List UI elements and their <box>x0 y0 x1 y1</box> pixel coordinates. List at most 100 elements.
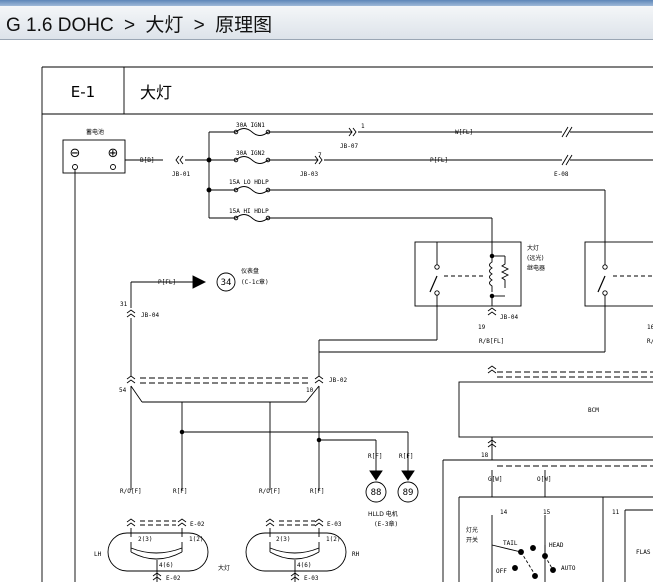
wire-color-label: R/B[FL] <box>479 338 504 345</box>
wire-color-label: R[F] <box>368 453 382 460</box>
e03-label: E-03 <box>304 575 319 582</box>
connector-chevron-icon <box>126 313 136 318</box>
flash-label: FLAS <box>636 549 651 556</box>
bcm-module <box>442 371 653 582</box>
connector-chevron-icon <box>314 375 324 380</box>
e08-label: E-08 <box>554 171 569 178</box>
jb07-label: JB-07 <box>340 143 358 150</box>
arrow-icon <box>369 470 383 481</box>
connector-chevron-icon <box>487 311 497 316</box>
jb02-connector <box>130 377 409 490</box>
pin-label: 31 <box>120 301 128 308</box>
hlld-motor-label: HLLD 电机 <box>368 510 398 518</box>
wire-color-label: R[F] <box>173 488 187 495</box>
wire-color-label: O[W] <box>537 476 551 483</box>
headlamp-connectors <box>130 520 320 537</box>
pin-label: 7 <box>318 152 322 159</box>
pin-label: 16 <box>647 324 653 331</box>
pin-label: 15 <box>543 509 551 516</box>
break-mark-icon <box>561 126 573 138</box>
headlamp-lh <box>107 532 209 582</box>
break-mark-icon <box>561 154 573 166</box>
wire-color-label: G[W] <box>488 476 502 483</box>
ref-89-circle <box>397 481 419 503</box>
headlamp-rh <box>245 532 347 582</box>
battery <box>62 139 163 582</box>
pin-label: 10 <box>306 387 314 394</box>
window-top-strip <box>0 0 653 6</box>
wire-color-label: P[FL] <box>158 279 176 286</box>
second-relay <box>584 241 653 352</box>
ref-88-circle <box>365 481 387 503</box>
e02-label: E-02 <box>166 575 181 582</box>
pin-label: 14 <box>500 509 508 516</box>
battery-label: 蓄电池 <box>86 128 104 136</box>
connector-chevron-icon <box>314 518 324 523</box>
e02-label: E-02 <box>190 521 205 528</box>
power-bus <box>185 131 653 256</box>
breadcrumb-separator: > <box>193 15 205 36</box>
wire-color-label: R/ <box>647 338 653 345</box>
wire-color-label: R/O[F] <box>259 488 281 495</box>
ref-89: 89 <box>403 488 414 498</box>
breadcrumb-bar: G 1.6 DOHC > 大灯 > 原理图 <box>0 6 653 40</box>
fuse-ign1-label: 30A IGN1 <box>236 122 265 129</box>
pin-label: 2(3) <box>276 536 290 543</box>
relay-label-line3: 继电器 <box>527 264 545 272</box>
breadcrumb-section: 大灯 <box>145 14 184 36</box>
fuse-ign2-label: 30A IGN2 <box>236 150 265 157</box>
pin-label: 1(2) <box>326 536 340 543</box>
breadcrumb-separator: > <box>123 15 136 36</box>
connector-chevron-icon <box>126 309 136 314</box>
bcm-label: BCM <box>588 407 599 414</box>
battery-minus-icon: ⊖ <box>70 146 81 161</box>
connector-chevron-icon <box>265 522 275 527</box>
relay-label-line1: 大灯 <box>527 244 539 252</box>
connector-chevron-icon <box>179 155 184 165</box>
hlld-motor-ref: (E-3章) <box>374 520 398 528</box>
switch-label-line1: 灯光 <box>466 526 478 534</box>
breadcrumb: G 1.6 DOHC > 大灯 > 原理图 <box>6 14 272 37</box>
switch-tail-label: TAIL <box>503 540 518 547</box>
wiring-diagram: E-1 大灯 蓄电池 ⊖ ⊕ B[B] JB-01 <box>41 66 653 582</box>
jb01-label: JB-01 <box>172 171 190 178</box>
connector-chevron-icon <box>265 518 275 523</box>
ref-34-circle <box>216 272 236 292</box>
fuse-symbols <box>233 128 271 222</box>
pin-label: 2(3) <box>138 536 152 543</box>
connector-chevron-icon <box>126 375 136 380</box>
fuse-hi-hdlp-label: 15A HI HDLP <box>229 208 269 215</box>
battery-plus-icon: ⊕ <box>108 146 119 161</box>
connector-chevron-icon <box>177 522 187 527</box>
pin-label: 4(6) <box>297 562 311 569</box>
connector-chevron-icon <box>487 369 497 374</box>
ref-34: 34 <box>221 278 232 288</box>
fuse-lo-hdlp-label: 15A LO HDLP <box>229 179 269 186</box>
lh-label: LH <box>94 551 102 558</box>
wire-color-label: R/O[F] <box>120 488 142 495</box>
diagram-code: E-1 <box>71 83 95 101</box>
wire-color-label: R[F] <box>310 488 324 495</box>
ref-34-label-line2: (C-1c章) <box>241 278 269 286</box>
left-feed-wires <box>130 275 605 376</box>
relay-label-line2: (远光) <box>527 254 544 262</box>
battery-wire-label: B[B] <box>140 157 154 164</box>
ref-34-label-line1: 仪表盘 <box>241 267 259 275</box>
ref-88: 88 <box>371 488 382 498</box>
headlamp-label: 大灯 <box>218 564 230 572</box>
connector-chevron-icon <box>126 379 136 384</box>
e03-label: E-03 <box>327 521 342 528</box>
pin-label: 18 <box>481 452 489 459</box>
diagram-frame <box>41 66 653 582</box>
diagram-title: 大灯 <box>140 83 172 102</box>
connector-chevron-icon <box>126 522 136 527</box>
connector-chevron-icon <box>352 127 357 137</box>
switch-auto-label: AUTO <box>561 565 576 572</box>
connector-chevron-icon <box>487 365 497 370</box>
jb04-label: JB-04 <box>500 314 518 321</box>
connector-chevron-icon <box>175 155 180 165</box>
connector-chevron-icon <box>487 307 497 312</box>
breadcrumb-page: 原理图 <box>215 14 273 36</box>
wire-color-label: P[FL] <box>430 157 448 164</box>
hi-beam-relay <box>414 241 522 320</box>
